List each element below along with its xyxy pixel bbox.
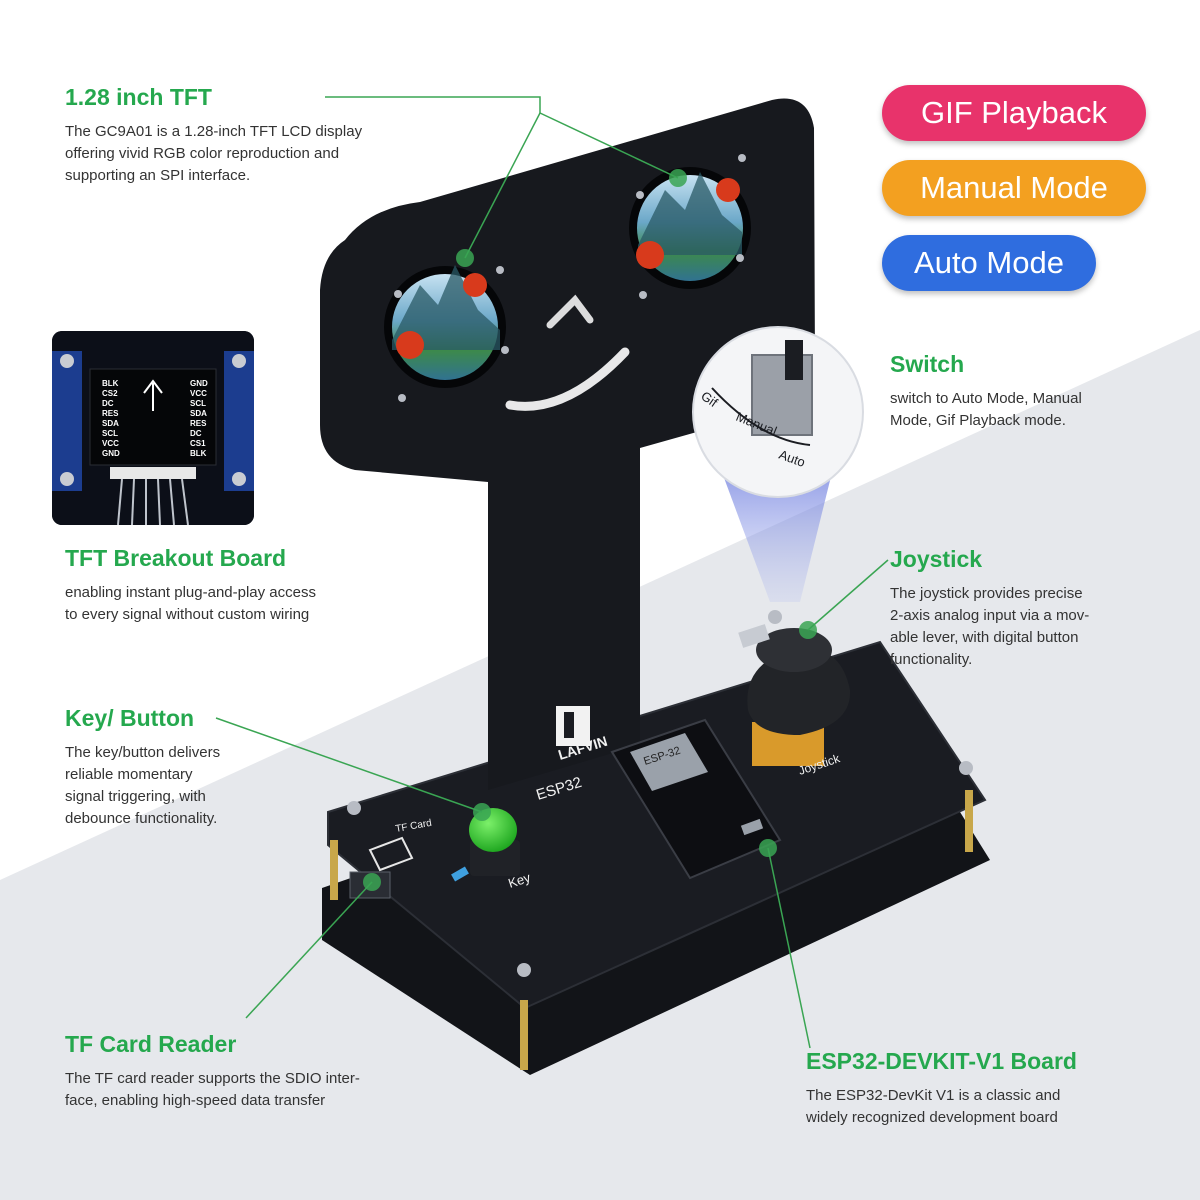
pin-right-2: SCL: [190, 399, 206, 408]
pin-left-0: BLK: [102, 379, 119, 388]
label-esp32-title: ESP32-DEVKIT-V1 Board: [806, 1048, 1077, 1074]
pin-left-1: CS2: [102, 389, 118, 398]
pin-left-5: SCL: [102, 429, 118, 438]
label-breakout-title: TFT Breakout Board: [65, 545, 287, 571]
label-switch-text: switch to Auto Mode, Manual Mode, Gif Pl…: [890, 390, 1082, 429]
pin-left-3: RES: [102, 409, 119, 418]
label-key-text: The key/button delivers reliable momenta…: [65, 744, 221, 827]
mode-pill-auto: Auto Mode: [882, 235, 1096, 291]
pin-left-4: SDA: [102, 419, 119, 428]
mode-pill-manual: Manual Mode: [882, 160, 1146, 216]
mode-pill-gif: GIF Playback: [882, 85, 1146, 141]
callout-line-tfcard: [245, 881, 373, 1019]
breakout-board-inset: BLK CS2 DC RES SDA SCL VCC GND GND VCC S…: [52, 331, 254, 525]
pin-right-7: BLK: [190, 449, 207, 458]
label-breakout-text: enabling instant plug-and-play access to…: [65, 584, 316, 623]
label-tft-title: 1.28 inch TFT: [65, 84, 212, 110]
pin-right-5: DC: [190, 429, 202, 438]
callout-line-key: [215, 717, 483, 813]
label-tfcard-text: The TF card reader supports the SDIO int…: [65, 1070, 360, 1109]
label-tft-text: The GC9A01 is a 1.28-inch TFT LCD displa…: [65, 123, 363, 184]
joystick-cap: [747, 648, 851, 735]
callout-line-tft: [325, 96, 541, 113]
label-esp32: ESP32-DEVKIT-V1 Board The ESP32-DevKit V…: [806, 1048, 1166, 1129]
pin-left-7: GND: [102, 449, 120, 458]
pin-right-6: CS1: [190, 439, 206, 448]
callout-line-esp32: [767, 847, 811, 1049]
label-key: Key/ Button The key/button delivers reli…: [65, 705, 285, 830]
label-tfcard-title: TF Card Reader: [65, 1031, 237, 1057]
pin-left-2: DC: [102, 399, 114, 408]
label-joystick-title: Joystick: [890, 546, 983, 572]
label-tft: 1.28 inch TFT The GC9A01 is a 1.28-inch …: [65, 84, 425, 187]
label-tfcard: TF Card Reader The TF card reader suppor…: [65, 1031, 445, 1112]
pin-left-6: VCC: [102, 439, 119, 448]
breakout-board-illustration: BLK CS2 DC RES SDA SCL VCC GND GND VCC S…: [52, 331, 254, 525]
label-joystick: Joystick The joystick provides precise 2…: [890, 546, 1150, 671]
label-esp32-text: The ESP32-DevKit V1 is a classic and wid…: [806, 1087, 1061, 1126]
label-key-title: Key/ Button: [65, 705, 195, 731]
key-board-label: Key: [506, 870, 532, 891]
label-joystick-text: The joystick provides precise 2-axis ana…: [890, 585, 1090, 668]
label-switch: Switch switch to Auto Mode, Manual Mode,…: [890, 351, 1150, 432]
callout-line-joystick: [807, 559, 889, 631]
pin-right-1: VCC: [190, 389, 207, 398]
pin-right-4: RES: [190, 419, 207, 428]
label-breakout: TFT Breakout Board enabling instant plug…: [65, 545, 405, 626]
pin-right-3: SDA: [190, 409, 207, 418]
pin-right-0: GND: [190, 379, 208, 388]
label-switch-title: Switch: [890, 351, 965, 377]
